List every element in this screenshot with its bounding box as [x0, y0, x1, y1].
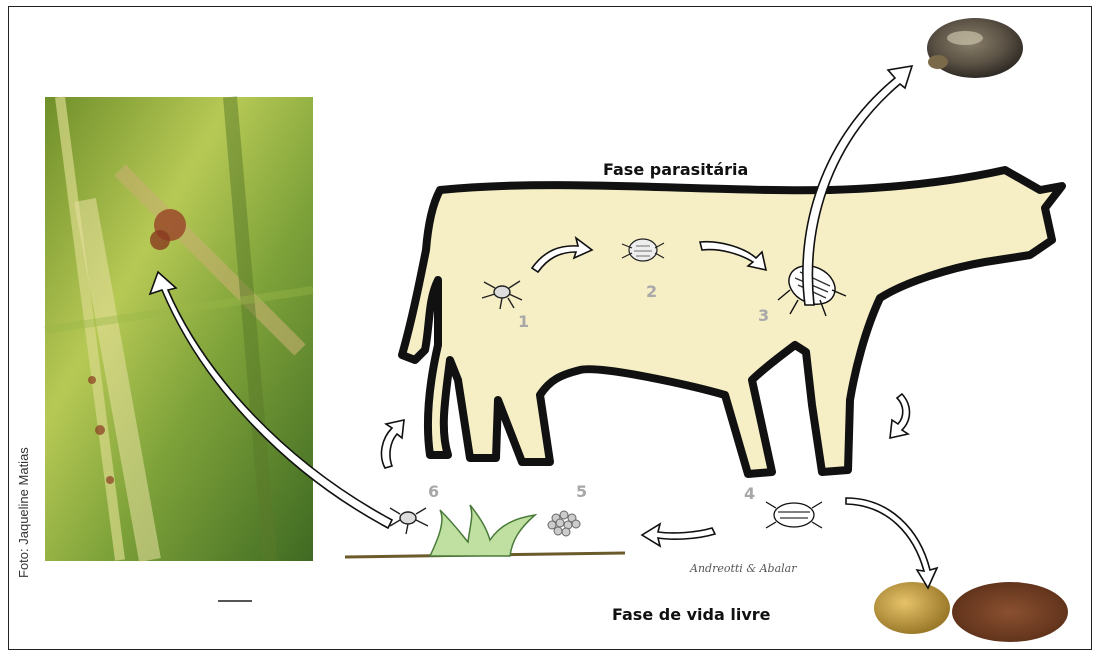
photo-credit: Foto: Jaqueline Matias — [16, 447, 31, 578]
parasitic-phase-label: Fase parasitária — [603, 160, 748, 179]
stage-number-2: 2 — [646, 282, 657, 301]
stage-number-4: 4 — [744, 484, 755, 503]
stage-number-5: 5 — [576, 482, 587, 501]
female-with-eggs-icon — [874, 582, 1068, 642]
stage-number-6: 6 — [428, 482, 439, 501]
stage-number-1: 1 — [518, 312, 529, 331]
engorged-female-icon — [927, 18, 1023, 78]
cow-silhouette — [402, 170, 1062, 474]
stage-number-3: 3 — [758, 306, 769, 325]
grass-tuft — [430, 505, 535, 556]
grass-photo — [45, 97, 313, 561]
free-living-phase-label: Fase de vida livre — [612, 605, 770, 624]
fallen-adult-tick-icon — [766, 502, 822, 528]
author-signature: Andreotti & Abalar — [690, 562, 796, 575]
larva-on-grass-icon — [390, 508, 428, 534]
egg-mass-icon — [548, 511, 580, 536]
